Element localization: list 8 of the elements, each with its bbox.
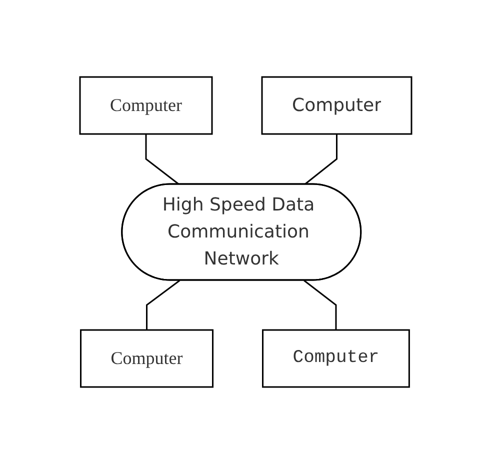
connector (303, 279, 336, 330)
connector (145, 134, 180, 185)
node-box: Computer (262, 328, 410, 388)
node-box: Computer (261, 76, 412, 134)
connector (304, 134, 338, 185)
node-box: Computer (79, 76, 212, 134)
node-box: Computer (80, 328, 214, 388)
connector (146, 279, 180, 330)
